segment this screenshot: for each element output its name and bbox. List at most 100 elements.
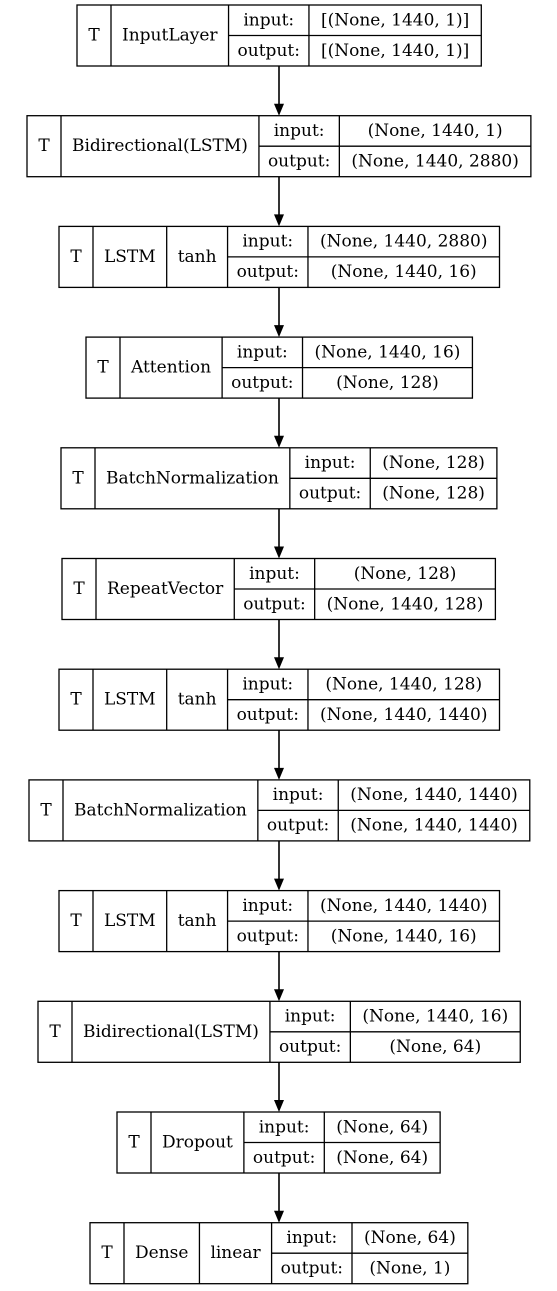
connector-arrow <box>274 66 284 116</box>
layer-node: T Dense linear input: output: (None, 64) (None… <box>89 1222 469 1285</box>
layer-name: LSTM <box>104 247 156 267</box>
output-label: output: <box>268 151 330 171</box>
layer-name: Dropout <box>162 1133 233 1153</box>
input-label: input: <box>242 896 293 916</box>
output-shape: (None, 64) <box>336 1148 428 1168</box>
trainable-flag: T <box>38 136 50 156</box>
output-shape: (None, 128) <box>382 484 485 504</box>
connector-arrow <box>274 1173 284 1223</box>
connector-arrow <box>274 619 284 670</box>
input-shape: (None, 64) <box>336 1117 428 1137</box>
layer-node: T Dropout input: output: (None, 64) (None, 64… <box>116 1111 441 1174</box>
output-label: output: <box>237 262 299 282</box>
input-shape: (None, 1440, 128) <box>325 674 482 694</box>
input-shape: (None, 128) <box>354 564 457 584</box>
output-shape: (None, 1440, 16) <box>331 926 477 946</box>
connector-arrow <box>274 287 284 338</box>
input-label: input: <box>285 1007 336 1027</box>
output-shape: (None, 1440, 1440) <box>320 705 488 725</box>
output-shape: [(None, 1440, 1)] <box>321 41 469 61</box>
output-shape: (None, 1440, 16) <box>331 262 477 282</box>
input-shape: [(None, 1440, 1)] <box>321 10 469 30</box>
layer-node: T BatchNormalization input: output: (None, 1… <box>60 447 498 510</box>
output-shape: (None, 1440, 1440) <box>350 816 518 836</box>
trainable-flag: T <box>97 358 109 378</box>
layer-name: BatchNormalization <box>106 468 279 488</box>
layer-name: InputLayer <box>122 26 218 46</box>
input-shape: (None, 1440, 2880) <box>320 232 488 252</box>
layer-name: Bidirectional(LSTM) <box>72 136 248 156</box>
activation-label: linear <box>210 1243 261 1263</box>
layer-name: LSTM <box>104 911 156 931</box>
input-shape: (None, 1440, 16) <box>362 1007 508 1027</box>
layer-node: T LSTM tanh input: output: (None, 1440, 128) (… <box>58 668 501 731</box>
layer-node: T Bidirectional(LSTM) input: output: (None, … <box>37 1000 521 1063</box>
trainable-flag: T <box>49 1022 61 1042</box>
output-label: output: <box>267 816 329 836</box>
trainable-flag: T <box>88 26 100 46</box>
output-shape: (None, 64) <box>389 1037 481 1057</box>
output-shape: (None, 1) <box>369 1258 450 1278</box>
layer-node: T InputLayer input: output: [(None, 1440, 1)… <box>76 4 482 67</box>
layer-name: BatchNormalization <box>74 800 247 820</box>
output-shape: (None, 1440, 128) <box>327 594 484 614</box>
input-label: input: <box>259 1117 310 1137</box>
input-label: input: <box>286 1228 337 1248</box>
connector-arrow <box>274 398 284 448</box>
output-label: output: <box>238 41 300 61</box>
input-label: input: <box>243 10 294 30</box>
connector-arrow <box>274 730 284 780</box>
output-label: output: <box>237 705 299 725</box>
input-label: input: <box>237 342 288 362</box>
input-shape: (None, 64) <box>364 1228 456 1248</box>
layer-node: T LSTM tanh input: output: (None, 1440, 1440)… <box>58 889 501 953</box>
layer-name: Attention <box>130 358 211 378</box>
activation-label: tanh <box>178 911 217 931</box>
activation-label: tanh <box>178 690 217 710</box>
layer-name: Dense <box>135 1243 188 1263</box>
input-label: input: <box>305 453 356 473</box>
connector-arrow <box>274 508 284 559</box>
connector-arrow <box>274 840 284 891</box>
input-shape: (None, 128) <box>382 453 485 473</box>
layer-name: LSTM <box>104 690 156 710</box>
trainable-flag: T <box>40 800 52 820</box>
output-label: output: <box>281 1258 343 1278</box>
layer-node: T Attention input: output: (None, 1440, 16) (… <box>85 336 474 399</box>
layer-node: T BatchNormalization input: output: (None, 1… <box>28 779 531 842</box>
input-shape: (None, 1440, 1) <box>368 121 503 141</box>
layer-name: RepeatVector <box>107 579 224 599</box>
input-shape: (None, 1440, 1440) <box>350 785 518 805</box>
trainable-flag: T <box>73 579 85 599</box>
output-label: output: <box>243 594 305 614</box>
input-shape: (None, 1440, 16) <box>315 342 461 362</box>
input-label: input: <box>273 785 324 805</box>
trainable-flag: T <box>70 690 82 710</box>
input-label: input: <box>249 564 300 584</box>
output-label: output: <box>237 926 299 946</box>
trainable-flag: T <box>70 247 82 267</box>
layer-name: Bidirectional(LSTM) <box>83 1022 259 1042</box>
trainable-flag: T <box>128 1133 140 1153</box>
output-shape: (None, 1440, 2880) <box>351 151 519 171</box>
output-label: output: <box>279 1037 341 1057</box>
trainable-flag: T <box>70 911 82 931</box>
input-label: input: <box>242 232 293 252</box>
activation-label: tanh <box>178 247 217 267</box>
trainable-flag: T <box>101 1243 113 1263</box>
input-label: input: <box>242 674 293 694</box>
input-label: input: <box>274 121 325 141</box>
output-label: output: <box>253 1148 315 1168</box>
layer-node: T Bidirectional(LSTM) input: output: (None, … <box>26 115 532 178</box>
output-shape: (None, 128) <box>336 373 439 393</box>
layer-node: T LSTM tanh input: output: (None, 1440, 2880)… <box>58 225 501 289</box>
input-shape: (None, 1440, 1440) <box>320 896 488 916</box>
layer-node: T RepeatVector input: output: (None, 128) (No… <box>61 557 497 621</box>
connector-arrow <box>274 1062 284 1112</box>
connector-arrow <box>274 951 284 1002</box>
connector-arrow <box>274 176 284 227</box>
output-label: output: <box>299 484 361 504</box>
output-label: output: <box>231 373 293 393</box>
trainable-flag: T <box>72 468 84 488</box>
